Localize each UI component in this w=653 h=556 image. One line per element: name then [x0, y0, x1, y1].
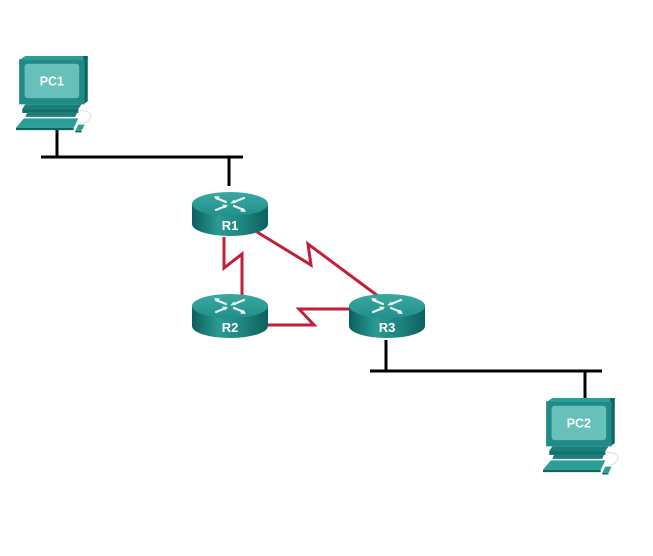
lan2-ethernet [370, 340, 602, 400]
pc1-label: PC1 [40, 75, 64, 89]
pc-pc2[interactable]: PC2 [542, 397, 619, 475]
pc-icon [15, 55, 92, 133]
pc2-label: PC2 [567, 417, 591, 431]
pc-pc1[interactable]: PC1 [15, 55, 92, 133]
lan1-ethernet [41, 128, 243, 186]
router-r2[interactable]: R2 [190, 292, 270, 340]
serial-link-r2-r3[interactable] [268, 307, 352, 327]
serial-link-r1-r2[interactable] [222, 237, 244, 295]
router-r3-label: R3 [379, 320, 396, 335]
router-r2-label: R2 [222, 320, 239, 335]
pc-icon [542, 397, 619, 475]
router-r3[interactable]: R3 [347, 292, 427, 340]
serial-link-r1-r3[interactable] [256, 230, 379, 298]
router-r1[interactable]: R1 [190, 190, 270, 238]
serial-links [222, 230, 379, 327]
router-r1-label: R1 [222, 218, 239, 233]
